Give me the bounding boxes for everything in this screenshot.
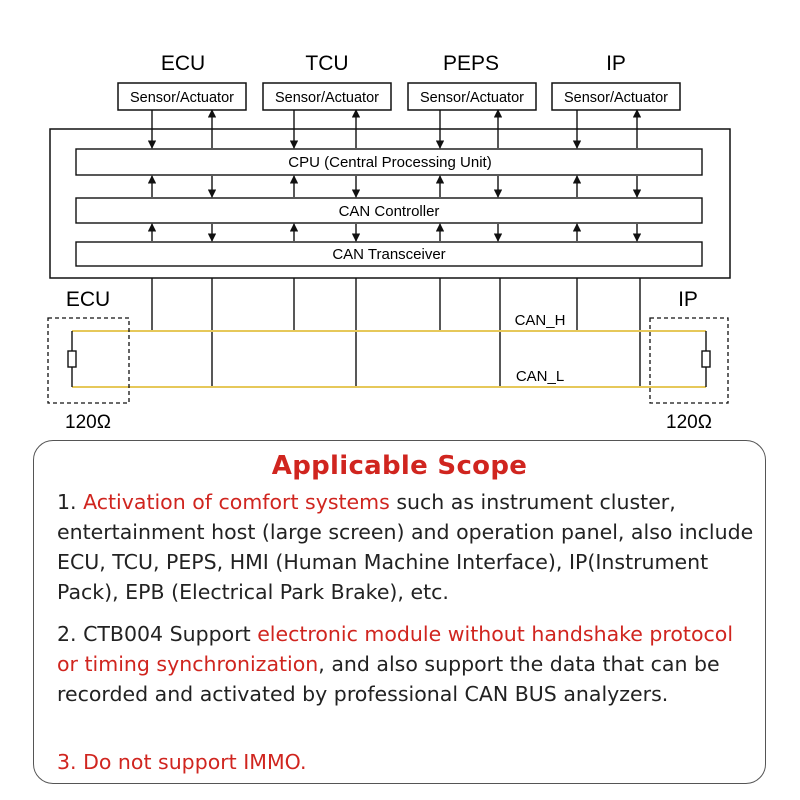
- module-title-ip: IP: [606, 52, 626, 75]
- sensor-box-tcu: [262, 82, 392, 111]
- module-title-tcu: TCU: [305, 52, 348, 75]
- can-high-label: CAN_H: [515, 312, 566, 329]
- applicable-scope-panel: Applicable Scope 1. Activation of comfor…: [33, 440, 766, 784]
- sensor-box-ip: [551, 82, 681, 111]
- resistor-left-label: 120Ω: [65, 412, 111, 433]
- can-controller-label: CAN Controller: [339, 203, 440, 220]
- scope-title: Applicable Scope: [271, 451, 528, 481]
- sensor-actuator-boxes: [117, 82, 681, 111]
- sensor-box-peps: [407, 82, 537, 111]
- scope-item-1: 1. Activation of comfort systems such as…: [57, 487, 757, 607]
- module-title-peps: PEPS: [443, 52, 499, 75]
- sensor-label-tcu: Sensor/Actuator: [275, 90, 379, 106]
- scope-item-1-prefix: 1.: [57, 490, 84, 514]
- termination-box-right: [649, 317, 729, 404]
- bus-left-node-label: ECU: [66, 288, 110, 311]
- bus-drop-lines: [151, 278, 641, 387]
- sensor-label-ecu: Sensor/Actuator: [130, 90, 234, 106]
- scope-item-3: 3. Do not support IMMO.: [57, 750, 307, 774]
- can-transceiver-label: CAN Transceiver: [332, 246, 445, 263]
- can-controller-bar: [75, 197, 703, 224]
- sensor-box-ecu: [117, 82, 247, 111]
- scope-item-2: 2. CTB004 Support electronic module with…: [57, 619, 757, 709]
- resistor-right-label: 120Ω: [666, 412, 712, 433]
- scope-item-2-prefix: 2. CTB004 Support: [57, 622, 258, 646]
- scope-item-2-rest: , and also support the data that can be …: [57, 652, 720, 706]
- resistor-left: [67, 331, 77, 387]
- sensor-label-peps: Sensor/Actuator: [420, 90, 524, 106]
- scope-item-1-highlight: Activation of comfort systems: [83, 490, 390, 514]
- can-bus-diagram: ECU TCU PEPS IP Sensor/Actuator Sensor/A…: [47, 52, 731, 433]
- signal-arrows: [147, 109, 642, 242]
- can-transceiver-bar: [75, 241, 703, 267]
- cpu-bar: [75, 148, 703, 176]
- cpu-label: CPU (Central Processing Unit): [288, 154, 491, 171]
- scope-item-2-highlight: electronic module without handshake prot…: [57, 622, 734, 676]
- can-low-label: CAN_L: [516, 368, 564, 385]
- resistor-right: [701, 331, 711, 387]
- scope-item-1-rest: such as instrument cluster, entertainmen…: [57, 490, 754, 604]
- termination-box-left: [47, 317, 130, 404]
- bus-right-node-label: IP: [678, 288, 698, 311]
- sensor-label-ip: Sensor/Actuator: [564, 90, 668, 106]
- module-title-ecu: ECU: [161, 52, 205, 75]
